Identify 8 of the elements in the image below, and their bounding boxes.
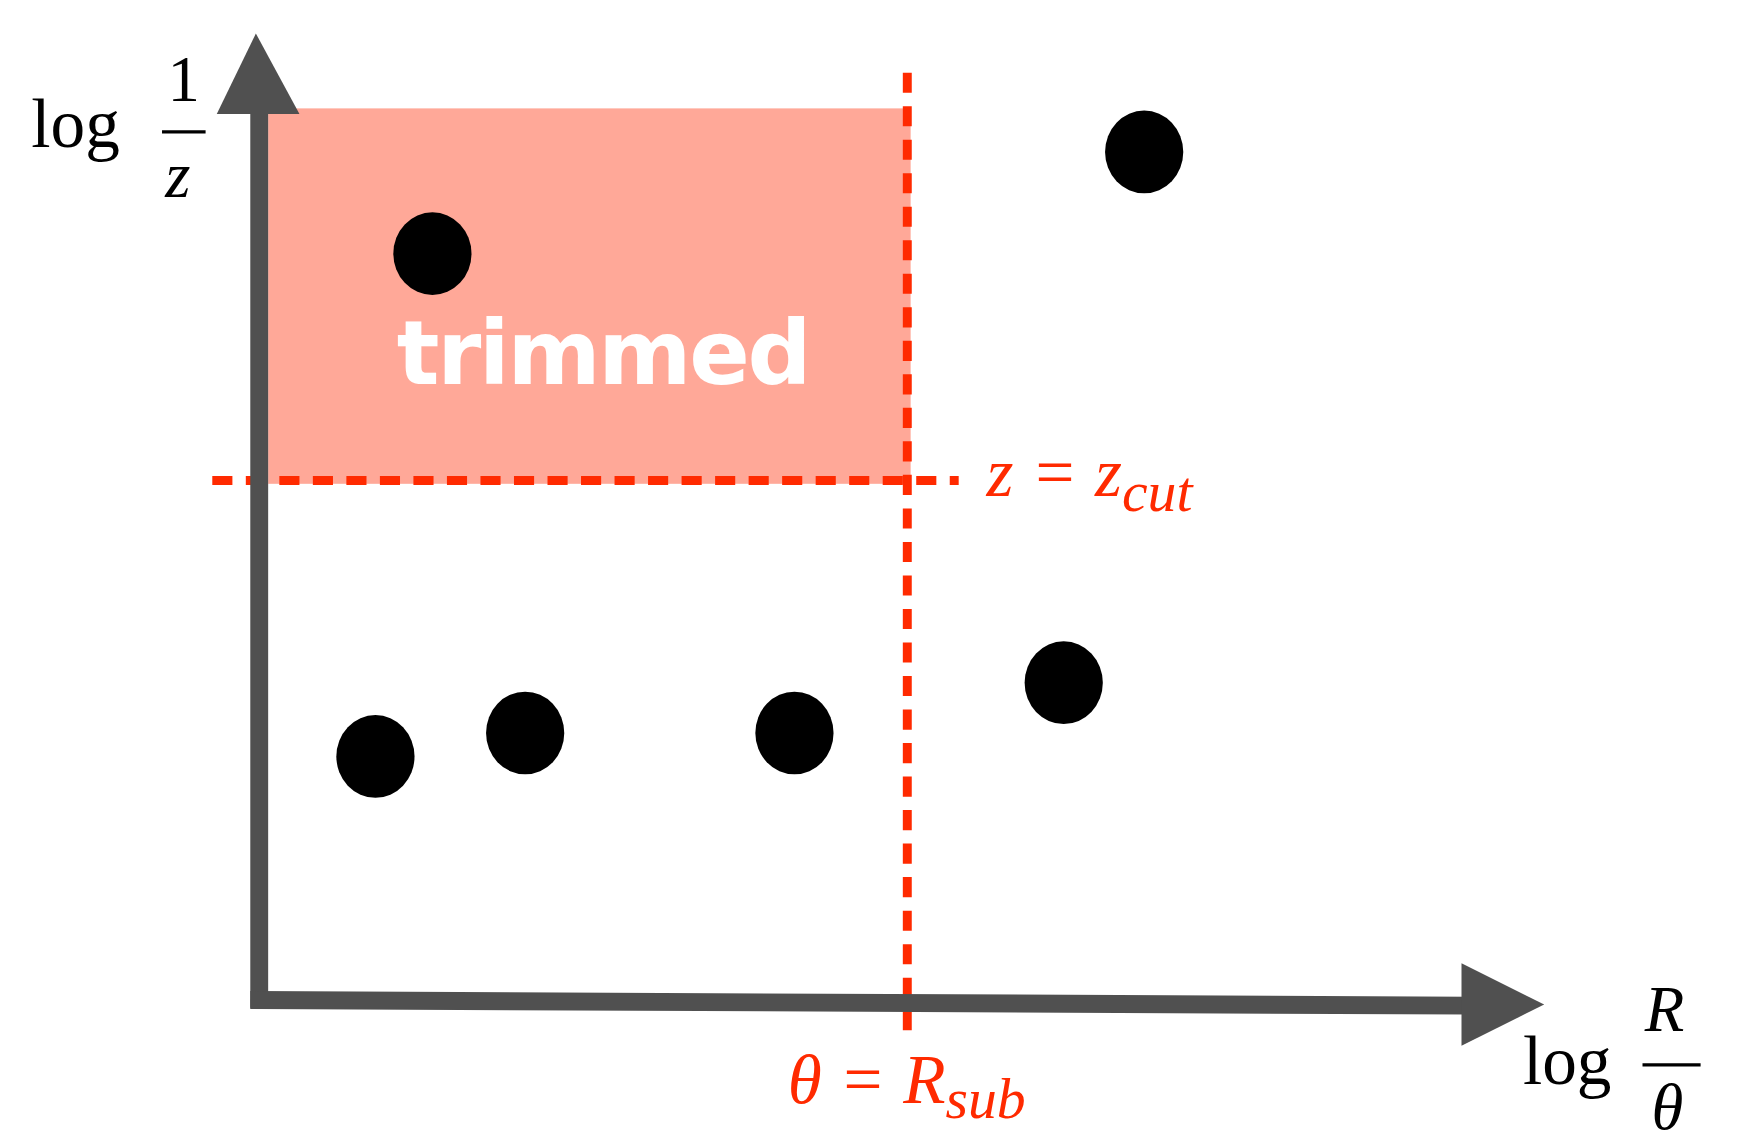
shaded-region	[268, 108, 911, 484]
region-label: trimmed	[396, 309, 810, 399]
threshold-label: z = z$_{cut}$	[986, 438, 1193, 521]
axis-label: θ	[1651, 1074, 1684, 1138]
axis-label: R	[1644, 977, 1685, 1043]
axis-label: z	[165, 143, 191, 208]
axis-label: 1	[167, 46, 200, 112]
threshold-label: θ = R$_{sub}$	[787, 1044, 1026, 1128]
